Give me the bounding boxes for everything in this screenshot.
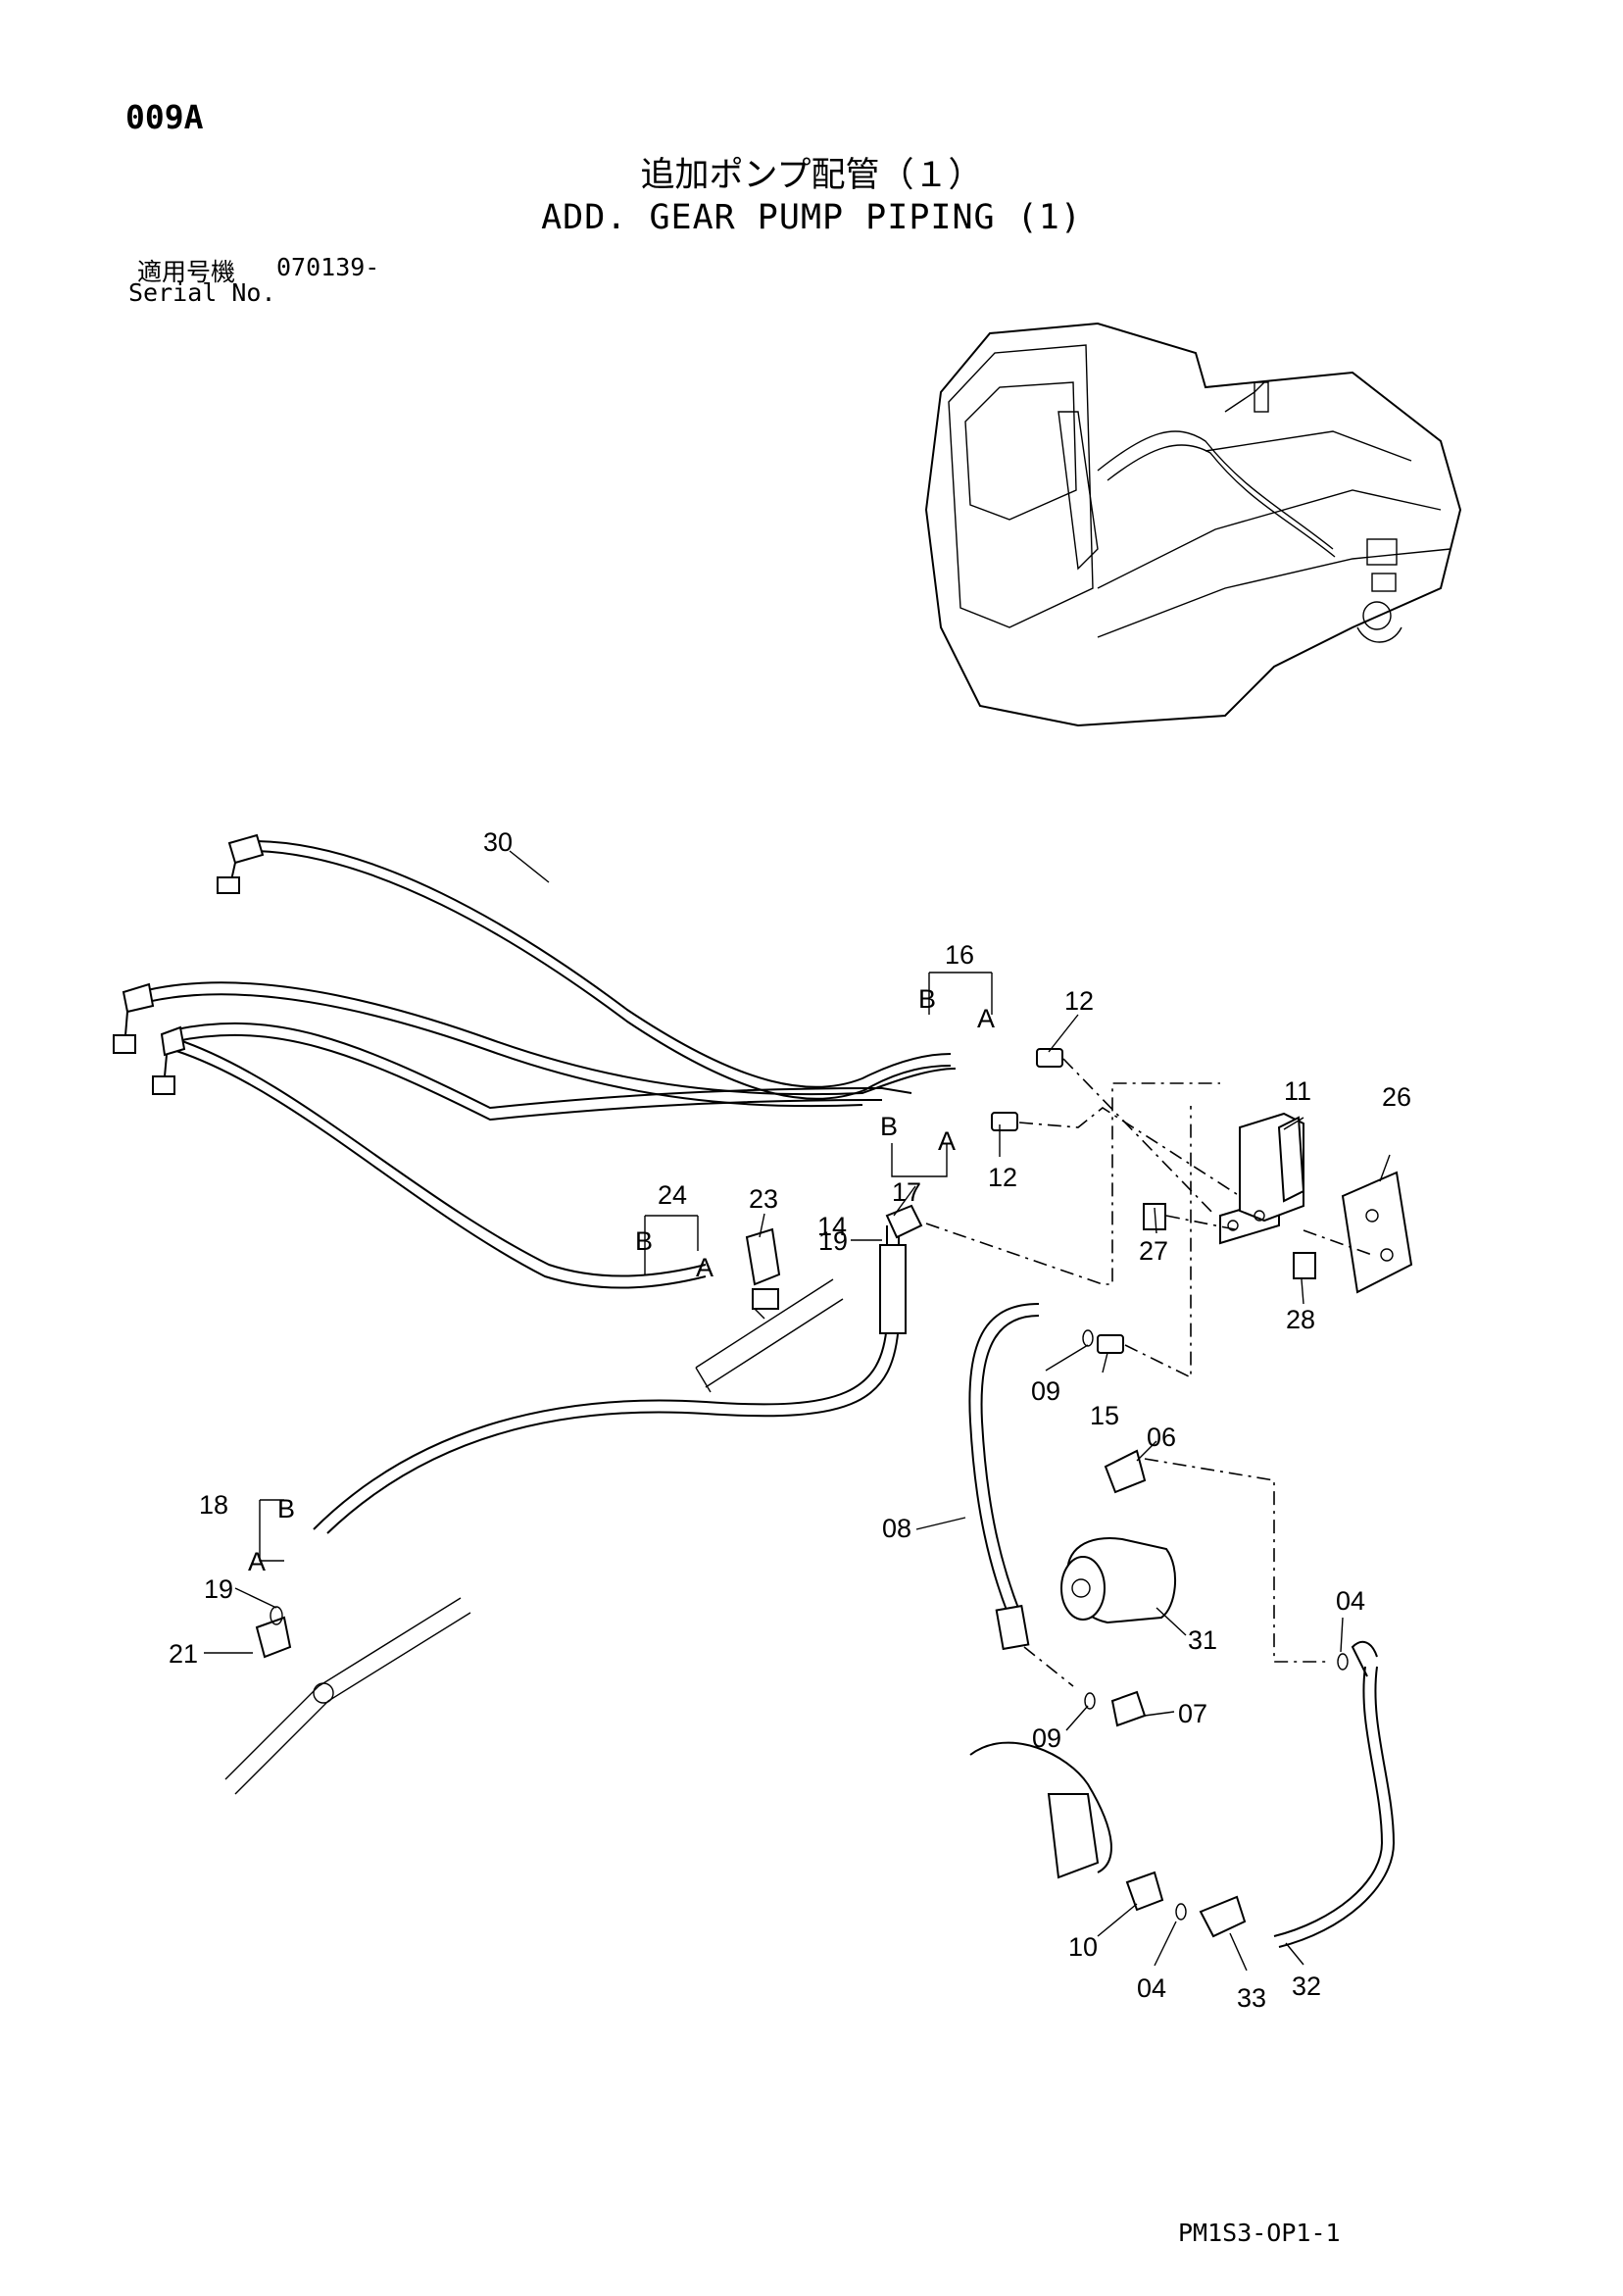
serial-label-english: Serial No. — [128, 278, 276, 307]
callout-09-upper: 09 — [1031, 1376, 1060, 1406]
serial-label-japanese: 適用号機 — [137, 258, 236, 286]
callout-08: 08 — [882, 1514, 911, 1543]
callout-04-lower: 04 — [1137, 1973, 1166, 2003]
callout-leaders — [204, 850, 1391, 1972]
callout-12-upper: 12 — [1064, 986, 1094, 1016]
callout-17-a: A — [938, 1126, 956, 1156]
callout-16-b: B — [918, 984, 936, 1014]
callout-27: 27 — [1139, 1236, 1168, 1266]
machine-frame-lines — [224, 1278, 844, 1795]
callout-24: 24 — [658, 1180, 687, 1210]
callout-30: 30 — [483, 827, 513, 857]
callout-21: 21 — [169, 1639, 198, 1669]
callout-15: 15 — [1090, 1401, 1119, 1430]
callout-24-a: A — [696, 1253, 713, 1282]
callout-23: 23 — [749, 1184, 778, 1214]
callout-07: 07 — [1178, 1699, 1207, 1728]
callout-16-a: A — [977, 1004, 995, 1033]
callout-31: 31 — [1188, 1625, 1217, 1655]
title-japanese: 追加ポンプ配管（１） — [640, 156, 983, 195]
callout-32: 32 — [1292, 1972, 1321, 2001]
page-code: 009A — [125, 98, 204, 136]
callout-11: 11 — [1284, 1076, 1311, 1106]
hose-assemblies — [113, 833, 1396, 1948]
callout-18: 18 — [199, 1490, 228, 1520]
callout-17: 17 — [892, 1177, 921, 1207]
callout-04-upper: 04 — [1336, 1586, 1365, 1616]
callout-18-b: B — [277, 1494, 295, 1523]
connection-centerlines — [925, 1058, 1373, 1687]
callout-labels: 30 16 B A 12 11 26 B A 17 12 24 B A 23 1… — [169, 827, 1411, 2013]
callout-19-lower: 19 — [204, 1574, 233, 1604]
valve-block-and-plate — [255, 1048, 1413, 1938]
serial-number-value: 070139- — [276, 253, 380, 281]
callout-28: 28 — [1286, 1305, 1315, 1334]
callout-10: 10 — [1068, 1932, 1098, 1962]
callout-17-b: B — [880, 1112, 898, 1141]
callout-19-upper: 19 — [818, 1226, 848, 1256]
excavator-overview-illustration — [924, 322, 1462, 727]
drawing-code: PM1S3-OP1-1 — [1178, 2219, 1341, 2247]
callout-18-a: A — [248, 1547, 266, 1576]
callout-26: 26 — [1382, 1082, 1411, 1112]
callout-16: 16 — [945, 940, 974, 970]
callout-12-lower: 12 — [988, 1163, 1017, 1192]
callout-33: 33 — [1237, 1983, 1266, 2013]
callout-09-lower: 09 — [1032, 1723, 1061, 1753]
callout-24-b: B — [635, 1226, 653, 1256]
callout-14: 14 — [817, 1212, 847, 1241]
callout-06: 06 — [1147, 1423, 1176, 1452]
title-english: ADD. GEAR PUMP PIPING (1) — [541, 198, 1082, 237]
